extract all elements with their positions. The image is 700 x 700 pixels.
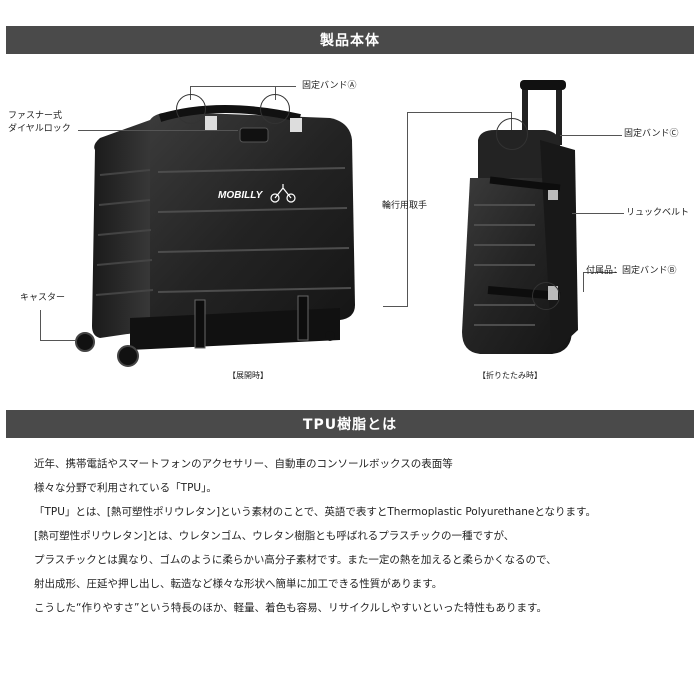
callout-line-zipper-lock [78, 130, 238, 131]
callout-line-backpack [572, 213, 624, 214]
label-zipper-lock-line1: ファスナー式 [8, 111, 63, 121]
folded-case [462, 80, 578, 354]
callout-line-band-c [560, 135, 622, 136]
callout-line-band-b-v [583, 272, 584, 292]
section-banner-product: 製品本体 [6, 26, 694, 54]
paragraph: プラスチックとは異なり、ゴムのように柔らかい高分子素材です。また一定の熱を加える… [34, 554, 557, 566]
caption-open: 【展開時】 [228, 371, 268, 380]
callout-line-band-a-left [190, 86, 191, 100]
bicycle-icon [270, 184, 296, 203]
label-backpack-belt: リュックベルト [626, 208, 690, 218]
paragraph: 「TPU」とは、[熱可塑性ポリウレタン]という素材のことで、英語で表すとTher… [34, 506, 597, 518]
callout-line-band-b [583, 272, 617, 273]
callout-line-casters-v [40, 310, 41, 340]
label-zipper-lock-line2: ダイヤルロック [8, 124, 71, 134]
callout-line-handle-top [407, 112, 512, 113]
paragraph: 様々な分野で利用されている「TPU」。 [34, 482, 217, 494]
label-casters: キャスター [20, 293, 66, 303]
paragraph: 近年、携帯電話やスマートフォンのアクセサリー、自動車のコンソールボックスの表面等 [34, 458, 453, 470]
marker-band-c [496, 118, 528, 150]
paragraph: 射出成形、圧延や押し出し、転造など様々な形状へ簡単に加工できる性質があります。 [34, 578, 443, 590]
section-title-product: 製品本体 [320, 33, 380, 49]
paragraph: こうした“作りやすさ”という特長のほか、軽量、着色も容易、リサイクルしやすいとい… [34, 602, 547, 614]
marker-band-a-left [176, 94, 206, 124]
marker-band-b [532, 282, 560, 310]
section-banner-tpu: TPU樹脂とは [6, 410, 694, 438]
caption-folded: 【折りたたみ時】 [478, 371, 542, 380]
section-title-tpu: TPU樹脂とは [302, 417, 398, 433]
callout-line-handle-v [407, 112, 408, 307]
marker-band-a-right [260, 94, 290, 124]
label-fixed-band-c: 固定バンドⒸ [624, 129, 679, 139]
callout-line-casters-h [40, 340, 76, 341]
callout-line-band-a [190, 86, 296, 87]
paragraph: [熱可塑性ポリウレタン]とは、ウレタンゴム、ウレタン樹脂とも呼ばれるプラスチック… [34, 530, 515, 542]
tpu-description: 近年、携帯電話やスマートフォンのアクセサリー、自動車のコンソールボックスの表面等… [34, 452, 694, 620]
product-illustration: MOBILLY [75, 80, 578, 367]
callout-line-band-a-right [275, 86, 276, 100]
label-fixed-band-a: 固定バンドⒶ [302, 81, 357, 91]
brand-logo: MOBILLY [218, 190, 264, 201]
expanded-case [75, 105, 355, 367]
label-accessory-band-b: 付属品：固定バンドⒷ [586, 266, 677, 276]
label-transport-handle: 輪行用取手 [382, 201, 428, 211]
callout-line-handle-h [383, 306, 408, 307]
